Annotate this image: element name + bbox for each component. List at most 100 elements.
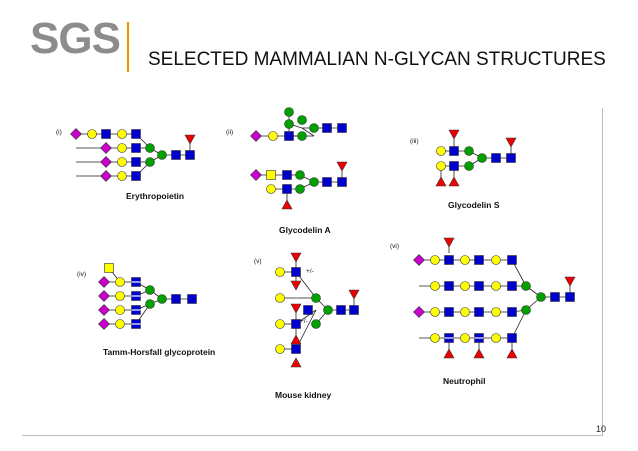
glcnac-square [336, 305, 346, 315]
mannose-circle [284, 119, 294, 129]
glcnac-square [444, 307, 454, 317]
label-erythropoietin: Erythropoietin [126, 191, 184, 201]
sialic-acid-diamond [413, 254, 425, 266]
glcnac-square [284, 131, 294, 141]
glcnac-square [291, 267, 301, 277]
mannose-circle [536, 292, 546, 302]
glcnac-square [550, 292, 560, 302]
galactose-circle [87, 129, 97, 139]
fucose-triangle [290, 252, 302, 263]
galactose-circle [275, 344, 285, 354]
glcnac-square [282, 184, 292, 194]
galactose-circle [491, 281, 501, 291]
galactose-circle [115, 277, 125, 287]
mannose-circle [297, 115, 307, 125]
fucose-triangle [435, 176, 447, 187]
glcnac-square [322, 177, 332, 187]
fucose-triangle [348, 289, 360, 300]
galnac-square [266, 170, 276, 180]
galactose-circle [430, 255, 440, 265]
galactose-circle [268, 131, 278, 141]
galactose-circle [491, 307, 501, 317]
galactose-circle [460, 333, 470, 343]
galactose-circle [115, 305, 125, 315]
sialic-acid-diamond [413, 306, 425, 318]
label-mouse-kidney: Mouse kidney [275, 390, 331, 400]
sialic-acid-diamond [70, 128, 82, 140]
fucose-triangle [184, 134, 196, 145]
glcnac-square [507, 333, 517, 343]
sialic-acid-diamond [98, 290, 110, 302]
mannose-circle [284, 107, 294, 117]
glcnac-square [303, 305, 313, 315]
galactose-circle [117, 171, 127, 181]
glcnac-square [444, 281, 454, 291]
galactose-circle [491, 333, 501, 343]
horizontal-rule [22, 435, 602, 436]
mannose-circle [309, 123, 319, 133]
mannose-circle [295, 184, 305, 194]
mannose-circle [311, 319, 321, 329]
vertical-rule [602, 108, 603, 436]
galactose-circle [430, 307, 440, 317]
optional-mark-1: +/- [306, 268, 314, 275]
sialic-acid-diamond [98, 318, 110, 330]
mannose-circle [464, 146, 474, 156]
glcnac-square [322, 123, 332, 133]
glcnac-square [506, 153, 516, 163]
galactose-circle [275, 293, 285, 303]
sialic-acid-diamond [98, 304, 110, 316]
sialic-acid-diamond [98, 276, 110, 288]
glcnac-square [131, 129, 141, 139]
mannose-circle [297, 131, 307, 141]
numeral-ii: (ii) [226, 129, 233, 136]
glcnac-square [282, 170, 292, 180]
galactose-circle [460, 307, 470, 317]
glcnac-square [474, 281, 484, 291]
glcnac-square [349, 305, 359, 315]
numeral-vi: (vi) [390, 243, 399, 250]
label-glycodelin-s: Glycodelin S [448, 200, 500, 210]
glcnac-square [474, 255, 484, 265]
fucose-triangle [290, 334, 302, 345]
mannose-circle [464, 161, 474, 171]
glcnac-square [507, 307, 517, 317]
glcnac-square [101, 129, 111, 139]
label-neutrophil: Neutrophil [443, 376, 486, 386]
glcnac-square [291, 344, 301, 354]
galactose-circle [117, 129, 127, 139]
fucose-triangle [443, 348, 455, 359]
glcnac-square [507, 281, 517, 291]
glcnac-square [185, 150, 195, 160]
galactose-circle [275, 267, 285, 277]
glcnac-square [131, 171, 141, 181]
sgs-logo [22, 22, 129, 72]
page-title: SELECTED MAMMALIAN N-GLYCAN STRUCTURES [148, 49, 606, 70]
glcnac-square [449, 146, 459, 156]
galactose-circle [266, 184, 276, 194]
galactose-circle [430, 281, 440, 291]
sialic-acid-diamond [100, 142, 112, 154]
numeral-iii: (iii) [410, 138, 419, 145]
mannose-circle [157, 150, 167, 160]
glcnac-square [131, 143, 141, 153]
glcnac-square [291, 319, 301, 329]
numeral-i: (i) [56, 129, 62, 136]
glcnac-square [131, 157, 141, 167]
glycan-symbols [70, 107, 576, 368]
fucose-triangle [281, 199, 293, 210]
galactose-circle [436, 146, 446, 156]
fucose-triangle [290, 357, 302, 368]
glcnac-square [171, 150, 181, 160]
mannose-circle [145, 143, 155, 153]
mannose-circle [323, 305, 333, 315]
logo-text: SGS [30, 14, 121, 63]
glcnac-square [187, 294, 197, 304]
glcnac-square [444, 255, 454, 265]
mannose-circle [521, 281, 531, 291]
fucose-triangle [443, 237, 455, 248]
galactose-circle [117, 157, 127, 167]
fucose-triangle [290, 303, 302, 314]
galactose-circle [275, 319, 285, 329]
mannose-circle [145, 299, 155, 309]
